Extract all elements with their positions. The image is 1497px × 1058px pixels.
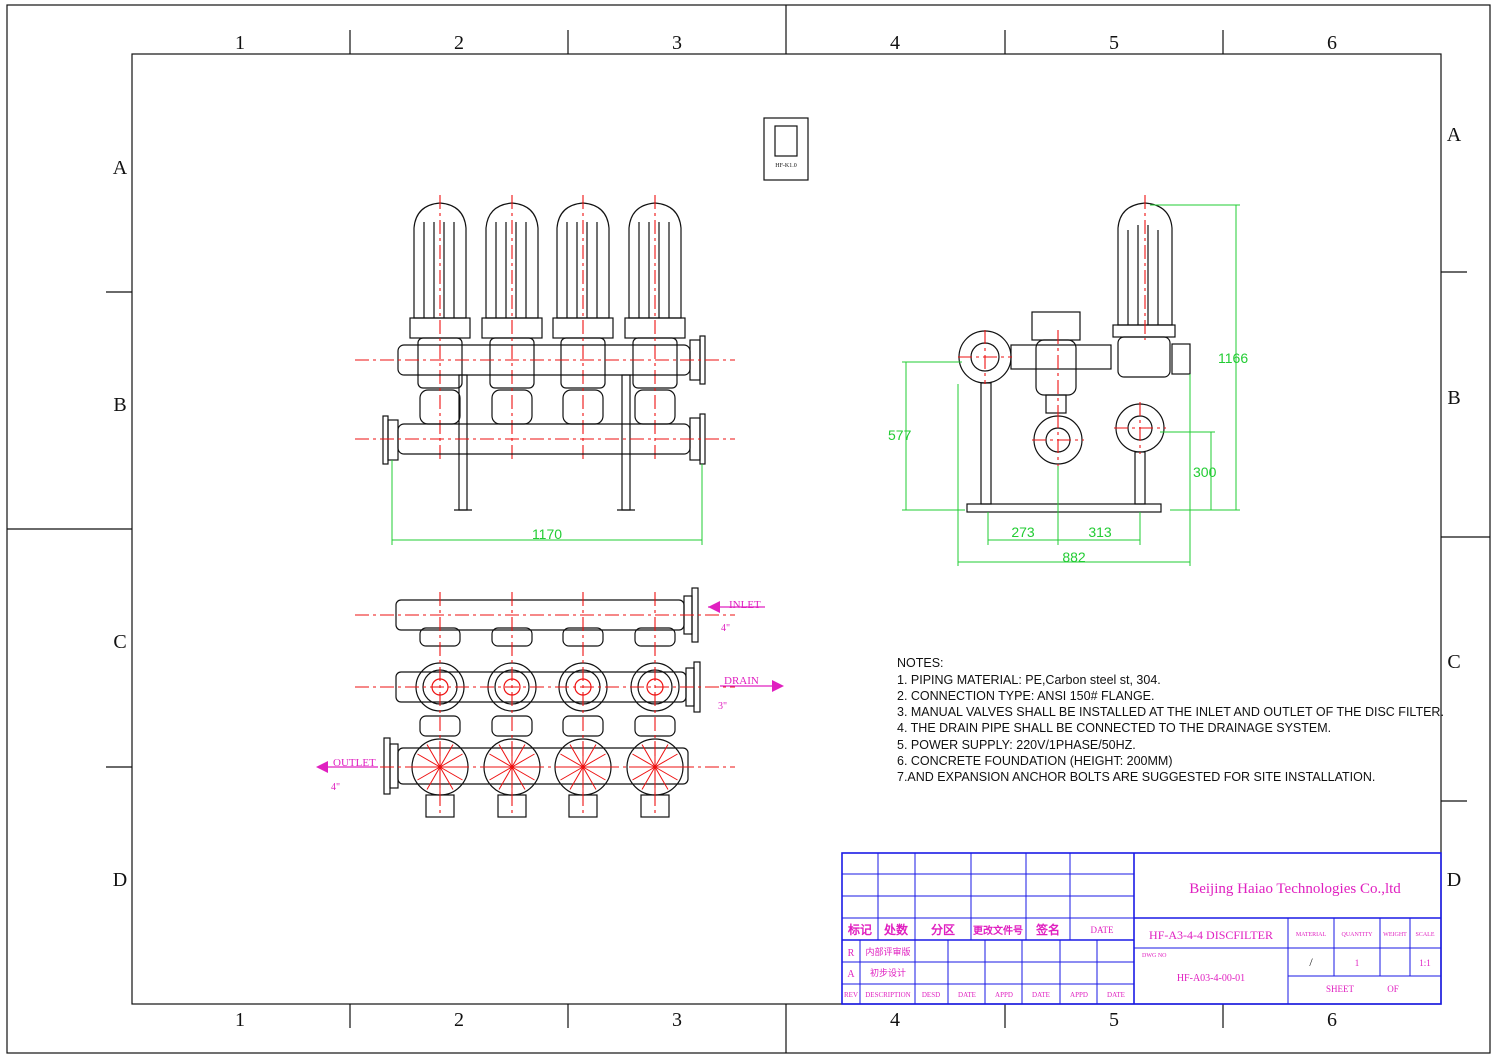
zone-top-1: 1	[235, 32, 245, 54]
zone-left-c: C	[113, 631, 126, 653]
zone-bottom-2: 2	[454, 1009, 464, 1031]
note-6: 6. CONCRETE FOUNDATION (HEIGHT: 200MM)	[897, 754, 1172, 768]
dwg-no: HF-A03-4-00-01	[1177, 973, 1245, 984]
note-5: 5. POWER SUPPLY: 220V/1PHASE/50HZ.	[897, 738, 1136, 752]
notes-title: NOTES:	[897, 656, 944, 670]
zone-top-5: 5	[1109, 32, 1119, 54]
ft-desc: DESCRIPTION	[865, 991, 911, 999]
zone-bottom-1: 1	[235, 1009, 245, 1031]
rev-a: A	[847, 969, 855, 980]
zone-labels-right: A B C D	[1447, 124, 1462, 891]
zone-top-2: 2	[454, 32, 464, 54]
zone-right-d: D	[1447, 869, 1461, 891]
note-3: 3. MANUAL VALVES SHALL BE INSTALLED AT T…	[897, 705, 1444, 719]
zone-top-4: 4	[890, 32, 900, 54]
plan-units	[411, 592, 684, 818]
dim-300: 300	[1193, 464, 1217, 480]
zone-bottom-3: 3	[672, 1009, 682, 1031]
zone-labels-bottom: 1 2 3 4 5 6	[235, 1009, 1337, 1031]
notes: NOTES: 1. PIPING MATERIAL: PE,Carbon ste…	[897, 656, 1444, 784]
inlet-label: INLET	[729, 599, 761, 611]
zone-ticks	[7, 5, 1490, 1053]
inlet-size: 4"	[721, 623, 730, 634]
zone-top-6: 6	[1327, 32, 1337, 54]
outlet-label: OUTLET	[333, 757, 376, 769]
dwg-no-label: DWG NO	[1142, 953, 1167, 959]
dim-313: 313	[1088, 524, 1112, 540]
col-quantity: QUANTITY	[1342, 932, 1374, 938]
col-material: MATERIAL	[1296, 932, 1327, 938]
front-filter-unit	[624, 195, 686, 460]
zone-top-3: 3	[672, 32, 682, 54]
material-value: /	[1309, 955, 1313, 969]
hdr-cn-4: 更改文件号	[973, 924, 1023, 937]
zone-bottom-6: 6	[1327, 1009, 1337, 1031]
ft-date-3: DATE	[1107, 991, 1125, 999]
dim-577: 577	[888, 427, 912, 443]
zone-bottom-5: 5	[1109, 1009, 1119, 1031]
zone-labels-top: 1 2 3 4 5 6	[235, 32, 1337, 54]
plan-unit	[554, 592, 612, 818]
outlet-size: 4"	[331, 782, 340, 793]
drain-label: DRAIN	[724, 675, 759, 687]
zone-right-b: B	[1447, 387, 1460, 409]
ft-date-1: DATE	[958, 991, 976, 999]
plan-unit	[626, 592, 684, 818]
ft-date-2: DATE	[1032, 991, 1050, 999]
front-filter-unit	[409, 195, 471, 460]
rev-r: R	[848, 948, 855, 959]
front-filters	[409, 195, 686, 460]
hdr-cn-3: 分区	[931, 922, 955, 937]
hdr-cn-1: 标记	[847, 922, 872, 937]
quantity-value: 1	[1355, 958, 1360, 968]
ft-appd-1: APPD	[995, 991, 1013, 999]
ft-appd-2: APPD	[1070, 991, 1088, 999]
front-view: 1170	[355, 195, 735, 545]
plan-unit	[483, 592, 541, 818]
sheet-label: SHEET	[1326, 984, 1355, 994]
label-box-text: HF-K1.0	[775, 163, 797, 169]
note-1: 1. PIPING MATERIAL: PE,Carbon steel st, …	[897, 673, 1161, 687]
ft-rev: REV	[844, 991, 858, 999]
col-scale: SCALE	[1415, 932, 1434, 938]
dim-882: 882	[1062, 549, 1086, 565]
side-view: 1166 577 300 273 313 882	[888, 195, 1248, 566]
hdr-cn-2: 处数	[883, 922, 909, 937]
hdr-date: DATE	[1091, 925, 1114, 935]
zone-left-d: D	[113, 869, 127, 891]
dim-1166: 1166	[1218, 350, 1248, 366]
drawing-title: HF-A3-4-4 DISCFILTER	[1149, 928, 1273, 942]
of-label: OF	[1387, 984, 1399, 994]
front-filter-unit	[552, 195, 614, 460]
plan-unit	[411, 592, 469, 818]
zone-labels-left: A B C D	[113, 157, 128, 891]
zone-left-b: B	[113, 394, 126, 416]
note-2: 2. CONNECTION TYPE: ANSI 150# FLANGE.	[897, 689, 1155, 703]
zone-right-a: A	[1447, 124, 1462, 146]
col-weight: WEIGHT	[1383, 932, 1407, 938]
rev-r-desc: 内部评审版	[865, 946, 910, 957]
front-filter-unit	[481, 195, 543, 460]
label-box: HF-K1.0	[763, 117, 809, 181]
zone-left-a: A	[113, 157, 128, 179]
plan-view: INLET 4" DRAIN 3" OUTLET 4"	[316, 587, 784, 818]
scale-value: 1:1	[1419, 958, 1431, 968]
hdr-cn-5: 签名	[1035, 922, 1060, 937]
note-7: 7.AND EXPANSION ANCHOR BOLTS ARE SUGGEST…	[897, 770, 1375, 784]
ft-desd: DESD	[922, 991, 940, 999]
zone-right-c: C	[1447, 651, 1460, 673]
title-block: Beijing Haiao Technologies Co.,ltd HF-A3…	[841, 852, 1442, 1005]
dim-1170: 1170	[532, 526, 562, 542]
zone-bottom-4: 4	[890, 1009, 900, 1031]
inner-frame	[131, 53, 1442, 1005]
drain-size: 3"	[718, 701, 727, 712]
rev-a-desc: 初步设计	[870, 967, 906, 978]
company-name: Beijing Haiao Technologies Co.,ltd	[1189, 881, 1401, 897]
dim-273: 273	[1011, 524, 1035, 540]
note-4: 4. THE DRAIN PIPE SHALL BE CONNECTED TO …	[897, 721, 1331, 735]
